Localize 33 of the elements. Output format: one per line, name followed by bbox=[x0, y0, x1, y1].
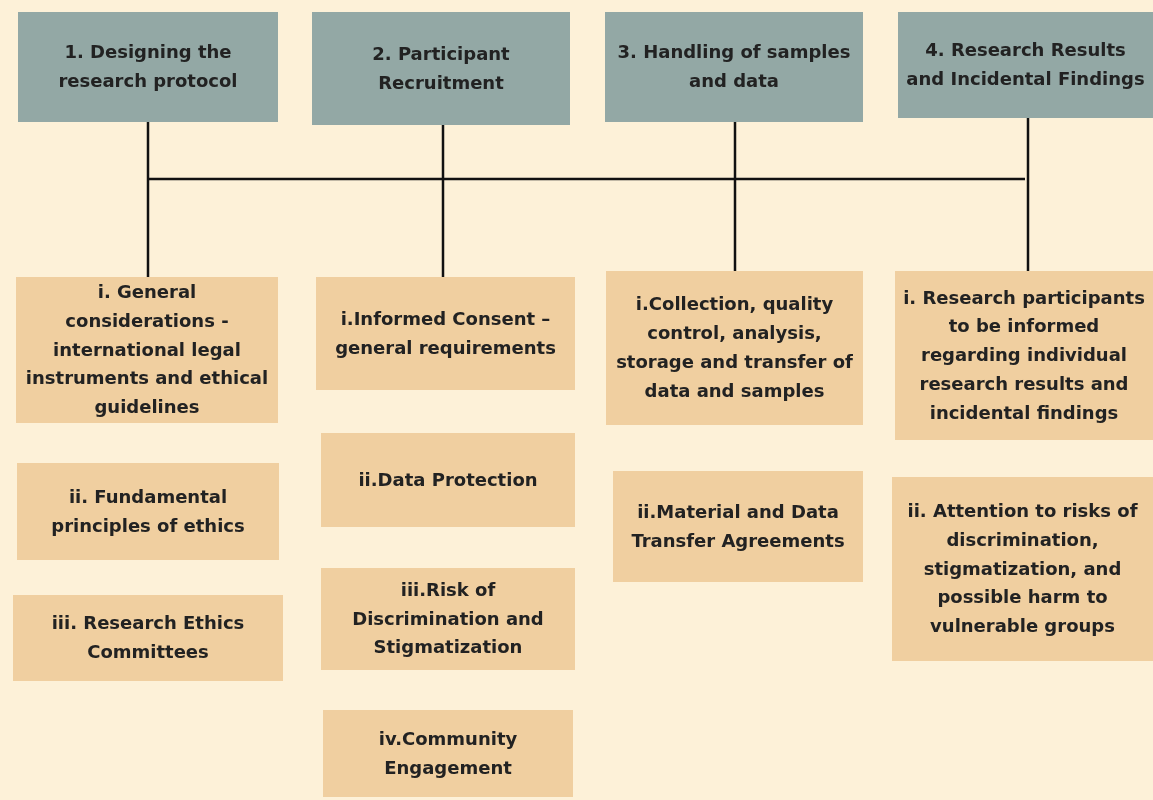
stage-header-box bbox=[898, 12, 1153, 118]
topic-box bbox=[892, 477, 1153, 661]
topic-text: iv.Community Engagement bbox=[377, 726, 519, 780]
topic-text: iii.Risk of Discrimination and Stigmatization bbox=[351, 577, 545, 660]
connector-line bbox=[441, 125, 445, 277]
topic-box bbox=[606, 271, 863, 425]
topic-box bbox=[316, 277, 575, 390]
topic-box bbox=[321, 568, 575, 670]
topic-text: ii. Fundamental principles of ethics bbox=[50, 484, 246, 538]
topic-box bbox=[13, 595, 283, 681]
topic-text: ii.Data Protection bbox=[358, 467, 538, 492]
topic-box bbox=[323, 710, 573, 797]
stage-title: 4. Research Results and Incidental Findings bbox=[906, 38, 1145, 91]
connector-line bbox=[1026, 118, 1030, 271]
connector-line bbox=[146, 122, 150, 277]
stage-title: 3. Handling of samples and data bbox=[616, 40, 852, 93]
stage-title: 2. Participant Recruitment bbox=[371, 41, 511, 95]
topic-text: i.Informed Consent – general requirements bbox=[334, 306, 557, 360]
stage-title: 1. Designing the research protocol bbox=[57, 40, 239, 93]
stage-header-box bbox=[312, 12, 570, 125]
stage-header-box bbox=[18, 12, 278, 122]
topic-text: iii. Research Ethics Committees bbox=[50, 611, 246, 664]
topic-text: i. General considerations - international legal instruments and ethical guidelines bbox=[24, 280, 270, 420]
topic-text: i. Research participants to be informed regarding individual research results and incidental findings bbox=[903, 285, 1145, 425]
topic-text: ii.Material and Data Transfer Agreements bbox=[630, 499, 846, 553]
stage-header-box bbox=[605, 12, 863, 122]
topic-text: ii. Attention to risks of discrimination, stigmatization, and possible harm to vulnerable groups bbox=[906, 499, 1139, 639]
connector-line bbox=[733, 122, 737, 271]
topic-box bbox=[613, 471, 863, 582]
topic-text: i.Collection, quality control, analysis, storage and transfer of data and samples bbox=[615, 292, 854, 403]
topic-box bbox=[895, 271, 1153, 440]
topic-box bbox=[321, 433, 575, 527]
topic-box bbox=[17, 463, 279, 560]
